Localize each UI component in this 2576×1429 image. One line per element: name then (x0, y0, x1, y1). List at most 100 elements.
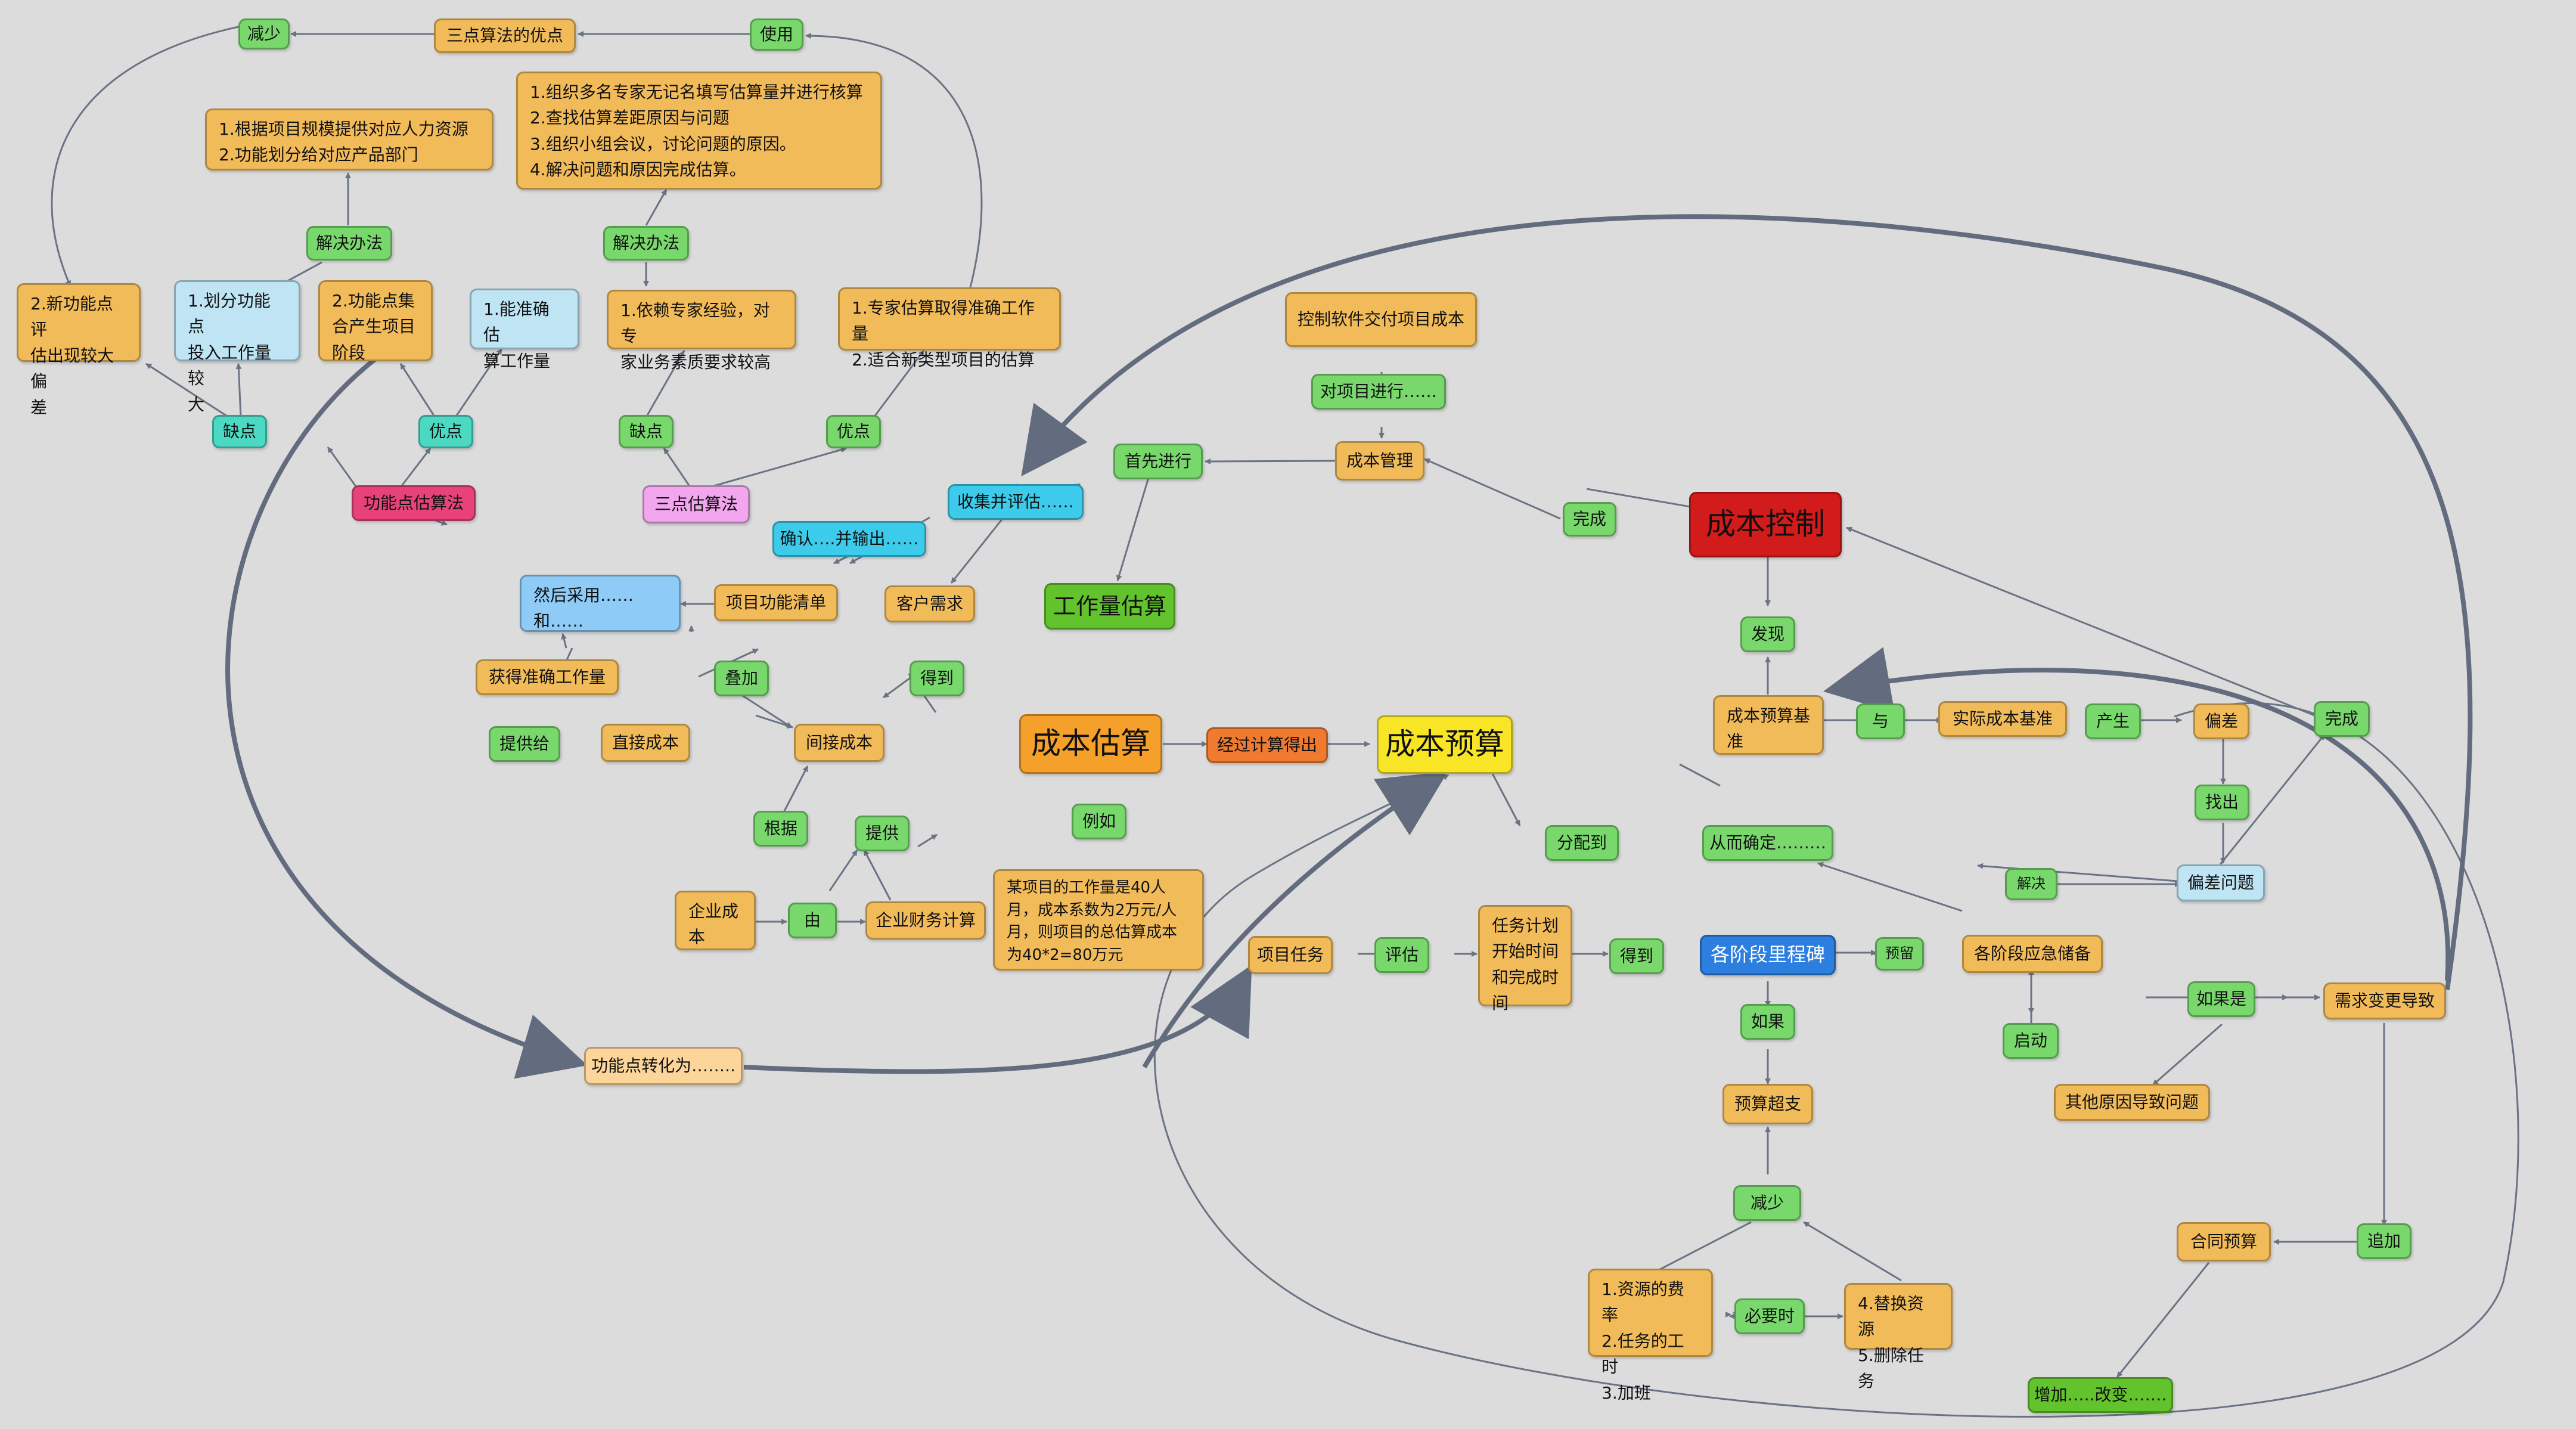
node-solution-1[interactable]: 解决办法 (306, 226, 392, 261)
node-tp-advantage-list[interactable]: 1.专家估算取得准确工作量 2.适合新类型项目的估算 (838, 287, 1061, 370)
node-solve[interactable]: 解决 (2005, 868, 2057, 900)
node-other-causes[interactable]: 其他原因导致问题 (2054, 1084, 2210, 1121)
edge (235, 363, 242, 418)
node-enterprise-finance[interactable]: 企业财务计算 (865, 901, 986, 940)
node-collect-evaluate[interactable]: 收集并评估…… (948, 484, 1084, 520)
edge (1803, 1221, 1902, 1282)
node-first-carry[interactable]: 首先进行 (1113, 444, 1203, 479)
edge (1116, 475, 1150, 581)
node-disadvantage-a[interactable]: 缺点 (212, 415, 267, 448)
node-append[interactable]: 追加 (2357, 1223, 2411, 1259)
node-advantage-b[interactable]: 优点 (826, 415, 881, 448)
node-find-out[interactable]: 找出 (2195, 785, 2249, 820)
edge (645, 350, 685, 418)
node-provide-to[interactable]: 提供给 (489, 726, 560, 762)
node-fp-advantage-1[interactable]: 1.能准确估 算工作量 (470, 289, 579, 371)
node-contract-budget[interactable]: 合同预算 (2177, 1222, 2271, 1261)
node-disadvantage-b[interactable]: 缺点 (619, 415, 674, 448)
node-function-point-convert[interactable]: 功能点转化为…….. (584, 1047, 743, 1085)
node-fp-advantage-2[interactable]: 2.功能点集 合产生项目 阶段 (318, 280, 433, 362)
edge (51, 26, 239, 287)
node-project-task[interactable]: 项目任务 (1248, 936, 1333, 974)
node-allocate-to[interactable]: 分配到 (1545, 825, 1619, 861)
node-three-point-advantages[interactable]: 三点算法的优点 (434, 18, 576, 53)
node-when-necessary[interactable]: 必要时 (1734, 1298, 1805, 1334)
edge (561, 633, 567, 649)
node-reduce-top[interactable]: 减少 (238, 18, 290, 49)
node-discover[interactable]: 发现 (1740, 616, 1795, 652)
heavy-edge (743, 965, 1252, 1074)
node-fp-disadvantage-1[interactable]: 1.划分功能点 投入工作量较 大 (174, 280, 300, 414)
node-carry-out[interactable]: 对项目进行…… (1311, 374, 1446, 410)
node-customer-requirements[interactable]: 客户需求 (884, 585, 975, 622)
node-if[interactable]: 如果 (1740, 1004, 1795, 1040)
node-function-point-estimation[interactable]: 功能点估算法 (352, 485, 476, 521)
node-task-plan[interactable]: 任务计划 开始时间 和完成时 间 (1478, 905, 1572, 1013)
node-three-point-solution-list[interactable]: 1.组织多名专家无记名填写估算量并进行核算 2.查找估算差距原因与问题 3.组织… (516, 72, 882, 190)
edge (863, 850, 892, 901)
node-indirect-cost[interactable]: 间接成本 (794, 724, 884, 762)
node-complete-b[interactable]: 完成 (2314, 701, 2370, 737)
node-complete-a[interactable]: 完成 (1563, 502, 1616, 537)
node-start[interactable]: 启动 (2003, 1023, 2059, 1059)
node-superimpose[interactable]: 叠加 (714, 661, 769, 696)
node-if-is[interactable]: 如果是 (2187, 981, 2255, 1017)
node-increase-change[interactable]: 增加…..改变……. (2028, 1377, 2173, 1413)
node-calculated[interactable]: 经过计算得出 (1206, 727, 1328, 763)
node-budget-overrun[interactable]: 预算超支 (1722, 1084, 1813, 1124)
node-milestones[interactable]: 各阶段里程碑 (1700, 935, 1836, 975)
node-resource-list[interactable]: 1.资源的费率 2.任务的工时 3.加班 (1588, 1269, 1713, 1403)
node-function-point-solution-list[interactable]: 1.根据项目规模提供对应人力资源 2.功能划分给对应产品部门 (205, 109, 494, 171)
node-advantage-a[interactable]: 优点 (418, 415, 473, 448)
node-tp-disadvantage-1[interactable]: 1.依赖专家经验，对专 家业务素质要求较高 (607, 290, 796, 372)
edge (1649, 1221, 1752, 1276)
node-actual-cost-baseline[interactable]: 实际成本基准 (1938, 701, 2067, 737)
node-three-point-estimation[interactable]: 三点估算法 (643, 485, 750, 523)
node-enterprise-cost[interactable]: 企业成 本 (675, 891, 756, 950)
edge (327, 447, 359, 489)
edge (663, 448, 693, 489)
node-thereby-determine[interactable]: 从而确定……… (1702, 825, 1833, 861)
node-according-to[interactable]: 根据 (753, 811, 808, 847)
edge (1153, 702, 2519, 1418)
node-cost-budget-baseline[interactable]: 成本预算基 准 (1713, 695, 1824, 755)
node-by[interactable]: 由 (788, 903, 837, 938)
edge (883, 675, 913, 699)
node-use[interactable]: 使用 (750, 18, 803, 51)
node-cost-control[interactable]: 成本控制 (1689, 492, 1842, 557)
node-and[interactable]: 与 (1856, 703, 1905, 739)
node-cost-estimation[interactable]: 成本估算 (1019, 714, 1162, 774)
node-requirement-change[interactable]: 需求变更导致 (2323, 982, 2446, 1019)
edge (145, 362, 229, 419)
node-project-function-list[interactable]: 项目功能清单 (714, 584, 838, 621)
node-obtain-b[interactable]: 得到 (1609, 938, 1664, 974)
node-deviation[interactable]: 偏差 (2193, 703, 2249, 739)
node-workload-estimation[interactable]: 工作量估算 (1044, 583, 1175, 630)
node-solution-2[interactable]: 解决办法 (603, 226, 689, 261)
node-produce[interactable]: 产生 (2085, 703, 2141, 739)
edge (645, 189, 668, 226)
edge (398, 448, 432, 489)
edge (1679, 763, 1721, 787)
node-provide[interactable]: 提供 (855, 816, 910, 851)
edge (1424, 458, 1561, 520)
node-cost-budget[interactable]: 成本预算 (1377, 715, 1513, 774)
node-evaluate[interactable]: 评估 (1374, 937, 1429, 973)
node-contingency-reserve[interactable]: 各阶段应急储备 (1962, 935, 2103, 973)
node-confirm-output[interactable]: 确认….并输出…… (772, 521, 926, 557)
node-example-text[interactable]: 某项目的工作量是40人 月，成本系数为2万元/人 月，则项目的总估算成本 为40… (993, 869, 1204, 971)
node-direct-cost[interactable]: 直接成本 (601, 724, 690, 762)
node-fp-disadvantage-2[interactable]: 2.新功能点评 估出现较大偏 差 (17, 283, 141, 417)
node-reduce-b[interactable]: 减少 (1733, 1185, 1801, 1221)
node-replace-list[interactable]: 4.替换资源 5.删除任务 (1844, 1283, 1953, 1391)
node-obtain-a[interactable]: 得到 (910, 661, 964, 696)
node-control-delivery-cost[interactable]: 控制软件交付项目成本 (1285, 292, 1477, 347)
node-get-accurate-workload[interactable]: 获得准确工作量 (476, 659, 619, 695)
node-deviation-problem[interactable]: 偏差问题 (2177, 864, 2265, 901)
node-for-example[interactable]: 例如 (1072, 804, 1126, 839)
node-reserve[interactable]: 预留 (1875, 937, 1924, 971)
node-cost-management[interactable]: 成本管理 (1335, 441, 1424, 481)
node-then-adopt[interactable]: 然后采用…… 和…… (520, 575, 681, 632)
edge (780, 765, 809, 819)
